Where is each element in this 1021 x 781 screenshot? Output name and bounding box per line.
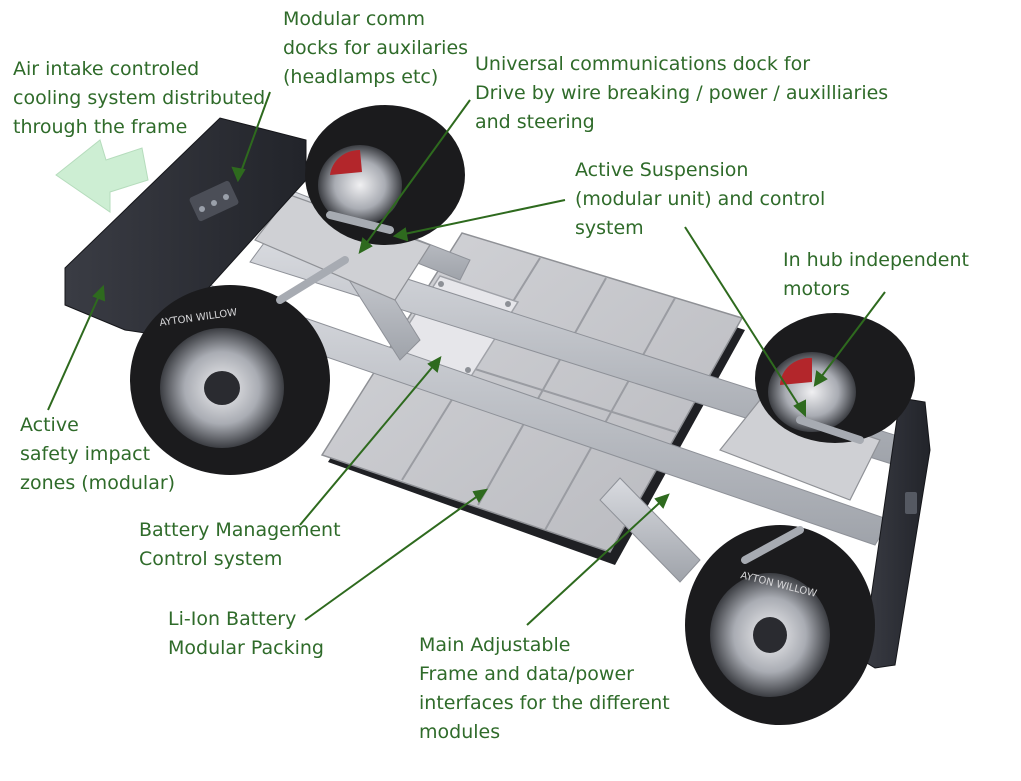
leader-battery-mgmt: [299, 357, 441, 526]
leader-suspension-rear: [684, 226, 806, 416]
comm-dock-lights: [199, 194, 229, 212]
wheel-front-right: [305, 105, 465, 245]
rear-comm-dock: [905, 492, 917, 514]
suspension-arms: [276, 211, 864, 564]
front-bumper: [64, 117, 307, 337]
callout-in-hub: In hub independent motors: [783, 249, 969, 300]
callout-battery-mgmt: Battery Management Control system: [139, 519, 341, 570]
leader-li-ion: [304, 489, 487, 621]
callout-universal-dock: Universal communications dock for Drive …: [475, 53, 889, 133]
leader-modular-comm: [237, 91, 271, 181]
callout-main-frame: Main Adjustable Frame and data/power int…: [419, 634, 670, 743]
leader-active-safety: [47, 286, 104, 411]
rear-module: [719, 399, 881, 501]
callout-li-ion: Li-Ion Battery Modular Packing: [168, 608, 324, 659]
callout-active-suspension: Active Suspension (modular unit) and con…: [575, 159, 826, 239]
leader-universal-dock: [359, 99, 471, 253]
callout-active-safety: Active safety impact zones (modular): [20, 414, 176, 494]
wheel-rear-right: [755, 313, 915, 443]
wheel-front-left: [130, 285, 330, 475]
leader-in-hub: [814, 291, 886, 386]
callout-modular-comm: Modular comm docks for auxilaries (headl…: [283, 8, 469, 88]
leader-lines: [47, 91, 886, 626]
callout-air-intake: Air intake controled cooling system dist…: [13, 58, 266, 138]
leader-active-suspension: [394, 199, 566, 237]
wheel-rear-left: [685, 525, 875, 725]
air-intake-arrow: [55, 139, 149, 213]
leader-main-frame: [526, 494, 669, 626]
